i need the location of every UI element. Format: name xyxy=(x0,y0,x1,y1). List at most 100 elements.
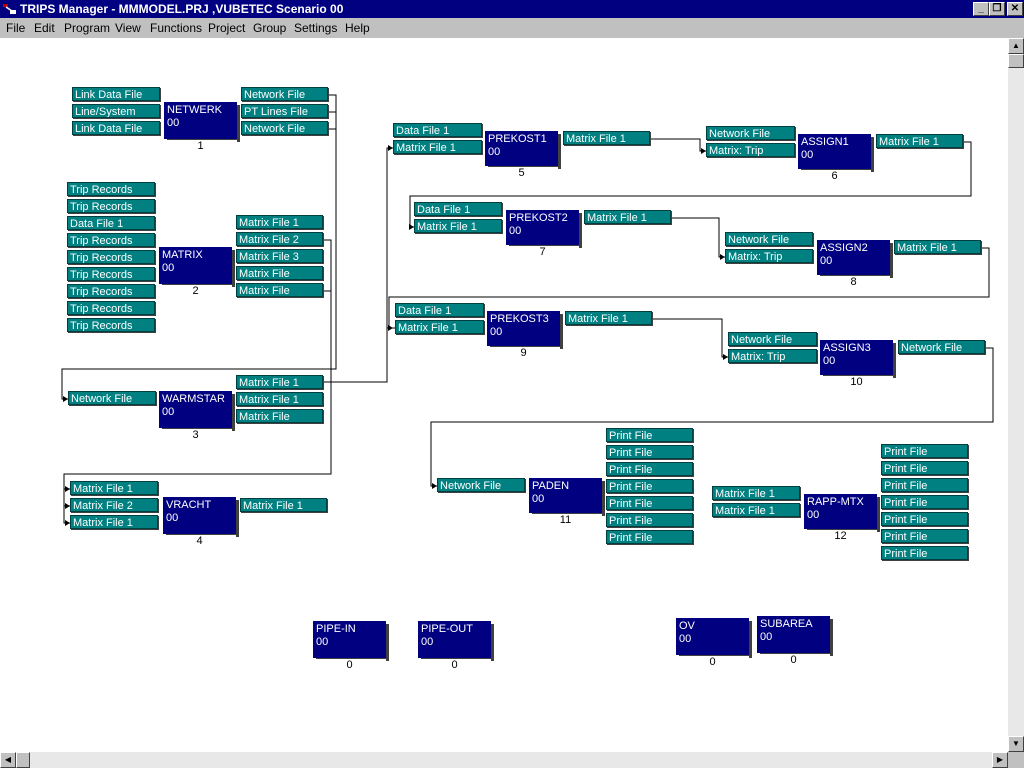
module-pipe-in[interactable]: PIPE-IN 00 0 xyxy=(313,621,386,671)
rapp-output-file[interactable]: Print File xyxy=(881,495,968,509)
module-assign3[interactable]: ASSIGN3 00 10 xyxy=(820,340,893,388)
menu-help[interactable]: Help xyxy=(345,21,370,35)
rapp-input-file[interactable]: Matrix File 1 xyxy=(712,486,800,500)
paden-output-file[interactable]: Print File xyxy=(606,530,693,544)
matrix-output-file[interactable]: Matrix File xyxy=(236,266,323,280)
menu-view[interactable]: View xyxy=(115,21,141,35)
module-vracht[interactable]: VRACHT 00 4 xyxy=(163,497,236,547)
scroll-thumb[interactable] xyxy=(1008,54,1024,68)
rapp-output-file[interactable]: Print File xyxy=(881,529,968,543)
scroll-thumb[interactable] xyxy=(16,752,30,768)
menu-group[interactable]: Group xyxy=(253,21,287,35)
scroll-down-button[interactable]: ▼ xyxy=(1008,736,1024,752)
menu-settings[interactable]: Settings xyxy=(294,21,338,35)
prekost1-input-file[interactable]: Data File 1 xyxy=(393,123,482,137)
module-subarea[interactable]: SUBAREA 00 0 xyxy=(757,616,830,666)
matrix-input-file[interactable]: Trip Records xyxy=(67,250,155,264)
prekost2-output-file[interactable]: Matrix File 1 xyxy=(584,210,671,224)
rapp-output-file[interactable]: Print File xyxy=(881,512,968,526)
paden-input-file[interactable]: Network File xyxy=(437,478,525,492)
module-prekost3[interactable]: PREKOST3 00 9 xyxy=(487,311,560,359)
scroll-left-button[interactable]: ◀ xyxy=(0,752,16,768)
module-matrix[interactable]: MATRIX 00 2 xyxy=(159,247,232,297)
assign2-input-file[interactable]: Network File xyxy=(725,232,813,246)
vracht-input-file[interactable]: Matrix File 1 xyxy=(70,481,158,495)
paden-output-file[interactable]: Print File xyxy=(606,428,693,442)
prekost3-output-file[interactable]: Matrix File 1 xyxy=(565,311,652,325)
module-rapp-mtx[interactable]: RAPP-MTX 00 12 xyxy=(804,494,877,542)
menu-functions[interactable]: Functions xyxy=(150,21,203,35)
rapp-output-file[interactable]: Print File xyxy=(881,444,968,458)
menu-program[interactable]: Program xyxy=(64,21,111,35)
paden-output-file[interactable]: Print File xyxy=(606,479,693,493)
rapp-output-file[interactable]: Print File xyxy=(881,546,968,560)
module-paden[interactable]: PADEN 00 11 xyxy=(529,478,602,526)
matrix-output-file[interactable]: Matrix File 2 xyxy=(236,232,323,246)
rapp-input-file[interactable]: Matrix File 1 xyxy=(712,503,800,517)
matrix-input-file[interactable]: Trip Records xyxy=(67,318,155,332)
assign1-output-file[interactable]: Matrix File 1 xyxy=(876,134,963,148)
menu-project[interactable]: Project xyxy=(208,21,246,35)
module-warmstar[interactable]: WARMSTAR 00 3 xyxy=(159,391,232,441)
module-assign1[interactable]: ASSIGN1 00 6 xyxy=(798,134,871,182)
vracht-input-file[interactable]: Matrix File 2 xyxy=(70,498,158,512)
assign2-input-file[interactable]: Matrix: Trip xyxy=(725,249,813,263)
assign3-input-file[interactable]: Network File xyxy=(728,332,817,346)
assign1-input-file[interactable]: Network File xyxy=(706,126,795,140)
rapp-output-file[interactable]: Print File xyxy=(881,461,968,475)
rapp-output-file[interactable]: Print File xyxy=(881,478,968,492)
prekost3-input-file[interactable]: Matrix File 1 xyxy=(395,320,484,334)
prekost2-input-file[interactable]: Data File 1 xyxy=(414,202,502,216)
module-netwerk[interactable]: NETWERK 00 1 xyxy=(164,102,237,152)
netwerk-input-file[interactable]: Link Data File xyxy=(72,87,160,101)
matrix-output-file[interactable]: Matrix File 1 xyxy=(236,215,323,229)
matrix-input-file[interactable]: Trip Records xyxy=(67,199,155,213)
minimize-button[interactable]: _ xyxy=(973,2,989,16)
assign3-output-file[interactable]: Network File xyxy=(898,340,985,354)
menu-file[interactable]: File xyxy=(6,21,26,35)
netwerk-input-file[interactable]: Line/System xyxy=(72,104,160,118)
menu-edit[interactable]: Edit xyxy=(34,21,55,35)
scroll-right-button[interactable]: ▶ xyxy=(992,752,1008,768)
paden-output-file[interactable]: Print File xyxy=(606,445,693,459)
vracht-output-file[interactable]: Matrix File 1 xyxy=(240,498,327,512)
paden-output-file[interactable]: Print File xyxy=(606,513,693,527)
matrix-input-file[interactable]: Trip Records xyxy=(67,284,155,298)
paden-output-file[interactable]: Print File xyxy=(606,496,693,510)
paden-output-file[interactable]: Print File xyxy=(606,462,693,476)
netwerk-output-file[interactable]: Network File xyxy=(241,87,328,101)
matrix-input-file[interactable]: Trip Records xyxy=(67,233,155,247)
horizontal-scrollbar[interactable]: ◀ ▶ xyxy=(0,752,1008,768)
vertical-scrollbar[interactable]: ▲ ▼ xyxy=(1008,38,1024,752)
prekost2-input-file[interactable]: Matrix File 1 xyxy=(414,219,502,233)
warmstar-output-file[interactable]: Matrix File xyxy=(236,409,323,423)
netwerk-output-file[interactable]: PT Lines File xyxy=(241,104,328,118)
module-assign2[interactable]: ASSIGN2 00 8 xyxy=(817,240,890,288)
matrix-input-file[interactable]: Trip Records xyxy=(67,182,155,196)
prekost1-input-file[interactable]: Matrix File 1 xyxy=(393,140,482,154)
module-prekost2[interactable]: PREKOST2 00 7 xyxy=(506,210,579,258)
module-prekost1[interactable]: PREKOST1 00 5 xyxy=(485,131,558,179)
warmstar-input-file[interactable]: Network File xyxy=(68,391,156,405)
matrix-output-file[interactable]: Matrix File 3 xyxy=(236,249,323,263)
warmstar-output-file[interactable]: Matrix File 1 xyxy=(236,375,323,389)
netwerk-output-file[interactable]: Network File xyxy=(241,121,328,135)
prekost3-input-file[interactable]: Data File 1 xyxy=(395,303,484,317)
assign1-input-file[interactable]: Matrix: Trip xyxy=(706,143,795,157)
matrix-input-file[interactable]: Data File 1 xyxy=(67,216,155,230)
close-button[interactable]: ✕ xyxy=(1007,2,1023,16)
restore-button[interactable]: ❐ xyxy=(989,2,1005,16)
matrix-output-file[interactable]: Matrix File xyxy=(236,283,323,297)
module-ov[interactable]: OV 00 0 xyxy=(676,618,749,668)
warmstar-output-file[interactable]: Matrix File 1 xyxy=(236,392,323,406)
matrix-input-file[interactable]: Trip Records xyxy=(67,267,155,281)
matrix-input-file[interactable]: Trip Records xyxy=(67,301,155,315)
scroll-up-button[interactable]: ▲ xyxy=(1008,38,1024,54)
vracht-input-file[interactable]: Matrix File 1 xyxy=(70,515,158,529)
assign3-input-file[interactable]: Matrix: Trip xyxy=(728,349,817,363)
assign2-output-file[interactable]: Matrix File 1 xyxy=(894,240,981,254)
workflow-canvas[interactable]: Link Data File Line/System Link Data Fil… xyxy=(0,38,1008,752)
prekost1-output-file[interactable]: Matrix File 1 xyxy=(563,131,650,145)
netwerk-input-file[interactable]: Link Data File xyxy=(72,121,160,135)
module-pipe-out[interactable]: PIPE-OUT 00 0 xyxy=(418,621,491,671)
